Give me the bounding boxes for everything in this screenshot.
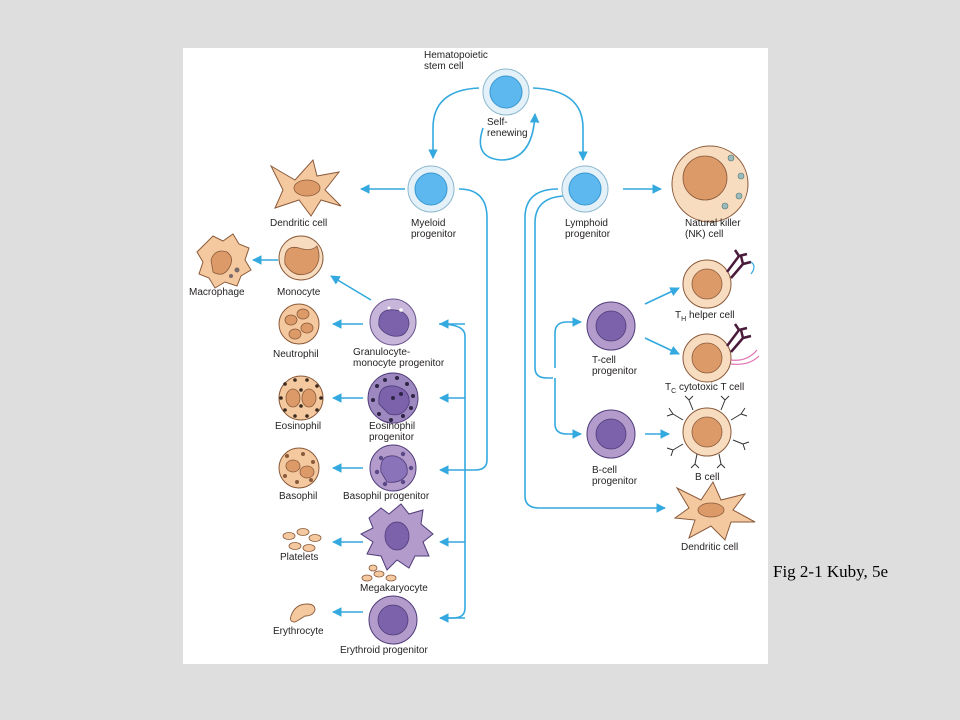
label-erythrocyte: Erythrocyte bbox=[273, 626, 324, 637]
label-hsc: Hematopoietic stem cell bbox=[424, 50, 488, 72]
monocyte-cell bbox=[278, 235, 324, 281]
erythroid-progenitor-cell bbox=[368, 595, 418, 645]
label-lymphoid: Lymphoid progenitor bbox=[565, 218, 611, 240]
label-macrophage: Macrophage bbox=[189, 287, 245, 298]
arrow-to-b-progenitor bbox=[554, 378, 582, 439]
diagram-panel: Hematopoietic stem cell Self- renewing D… bbox=[183, 48, 768, 664]
basophil-cell bbox=[278, 447, 320, 489]
platelets bbox=[282, 528, 322, 552]
arrows bbox=[252, 87, 680, 623]
th-helper-cell bbox=[682, 249, 755, 309]
b-cell-progenitor-cell bbox=[586, 409, 636, 459]
myeloid-progenitor-cell bbox=[407, 165, 455, 213]
label-platelets: Platelets bbox=[280, 552, 319, 563]
macrophage-cell bbox=[196, 233, 252, 289]
label-eos-progenitor: Eosinophil progenitor bbox=[369, 421, 416, 443]
erythrocyte-cell bbox=[290, 603, 316, 623]
megakaryocyte-cell bbox=[360, 503, 434, 582]
lymphoid-progenitor-cell bbox=[561, 165, 609, 213]
megakaryocyte-fragments bbox=[361, 564, 397, 582]
label-dendritic-right: Dendritic cell bbox=[681, 542, 739, 553]
label-tc: TC cytotoxic T cell bbox=[665, 382, 745, 395]
b-cell bbox=[666, 395, 750, 469]
arrow-to-t-progenitor bbox=[554, 317, 582, 368]
eosinophil-cell bbox=[278, 375, 324, 421]
arrow-gm-to-monocyte bbox=[330, 275, 372, 301]
dendritic-cell-left bbox=[269, 158, 342, 217]
label-self-renewing: Self- renewing bbox=[487, 117, 528, 139]
label-monocyte: Monocyte bbox=[277, 287, 321, 298]
arrow-lymphoid-inner bbox=[534, 195, 564, 379]
arrow-hsc-to-myeloid bbox=[428, 87, 480, 159]
label-dendritic-left: Dendritic cell bbox=[270, 218, 328, 229]
arrow-self-renewing bbox=[479, 113, 540, 161]
label-th: TH helper cell bbox=[675, 310, 735, 323]
hematopoiesis-diagram bbox=[196, 68, 760, 645]
label-t-progenitor: T-cell progenitor bbox=[592, 355, 638, 377]
label-b-cell: B cell bbox=[695, 472, 720, 483]
arrow-t-to-th bbox=[644, 287, 680, 305]
label-megakaryocyte: Megakaryocyte bbox=[360, 583, 428, 594]
basophil-progenitor-cell bbox=[369, 444, 417, 492]
arrow-myeloid-trunk bbox=[439, 188, 488, 475]
hsc-cell bbox=[482, 68, 530, 116]
arrow-t-to-tc bbox=[644, 337, 680, 355]
label-basophil: Basophil bbox=[279, 491, 318, 502]
tc-cytotoxic-cell bbox=[682, 323, 760, 383]
nk-cell bbox=[671, 145, 749, 223]
figure-caption: Fig 2-1 Kuby, 5e bbox=[773, 562, 889, 581]
label-gm-progenitor: Granulocyte- monocyte progenitor bbox=[353, 347, 445, 369]
t-cell-progenitor-cell bbox=[586, 301, 636, 351]
neutrophil-cell bbox=[278, 303, 320, 345]
gm-progenitor-cell bbox=[369, 298, 417, 346]
label-myeloid: Myeloid progenitor bbox=[411, 218, 457, 240]
arrow-hsc-to-lymphoid bbox=[532, 87, 588, 161]
arrow-lymphoid-outer bbox=[524, 188, 666, 513]
eosinophil-progenitor-cell bbox=[367, 372, 419, 424]
label-ery-progenitor: Erythroid progenitor bbox=[340, 645, 428, 656]
label-baso-progenitor: Basophil progenitor bbox=[343, 491, 430, 502]
dendritic-cell-right bbox=[673, 480, 756, 541]
label-eosinophil: Eosinophil bbox=[275, 421, 322, 432]
label-nk: Natural killer (NK) cell bbox=[685, 218, 741, 240]
label-neutrophil: Neutrophil bbox=[273, 349, 319, 360]
label-b-progenitor: B-cell progenitor bbox=[592, 465, 638, 487]
